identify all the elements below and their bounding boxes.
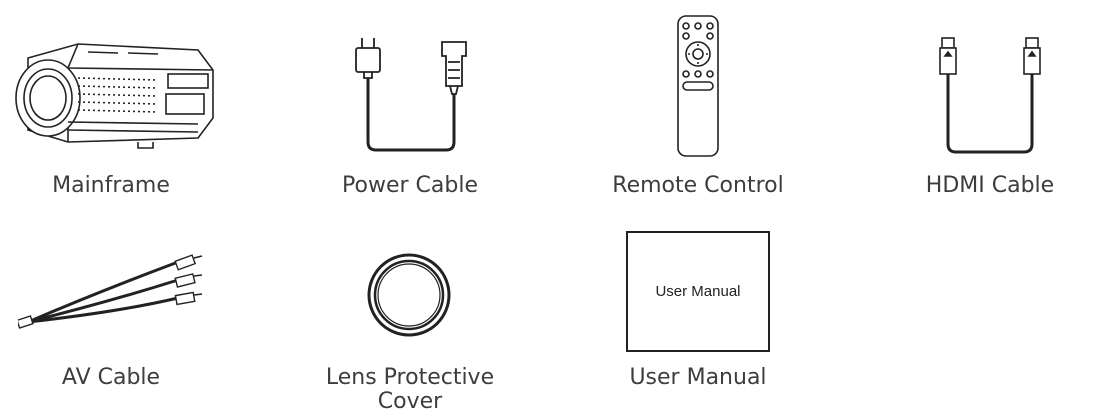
- caption: HDMI Cable: [925, 173, 1055, 198]
- caption: User Manual: [629, 365, 767, 390]
- caption-line-2: Cover: [377, 389, 443, 414]
- caption: AV Cable: [61, 365, 161, 390]
- caption: Remote Control: [612, 173, 784, 198]
- lens-cover-icon: [367, 253, 451, 337]
- power-cable-icon: [355, 38, 467, 152]
- projector-icon: [15, 43, 214, 149]
- caption: Power Cable: [342, 173, 478, 198]
- hdmi-cable-icon: [939, 37, 1041, 154]
- manual-box-text: User Manual: [655, 283, 741, 300]
- caption: Mainframe: [52, 173, 170, 198]
- remote-control-icon: [677, 15, 719, 157]
- caption-line-1: Lens Protective: [325, 365, 495, 390]
- user-manual-icon: User Manual: [626, 231, 770, 352]
- av-cable-icon: [18, 254, 203, 329]
